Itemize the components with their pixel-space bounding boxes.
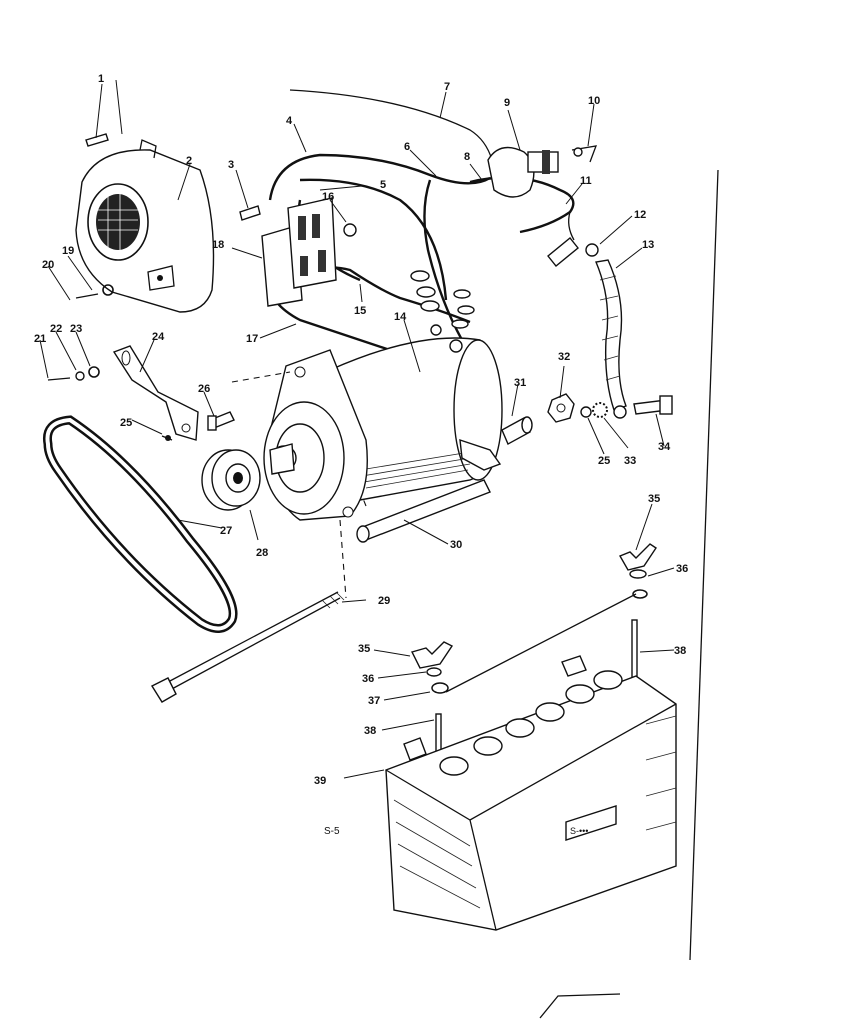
callout-1: 1 <box>98 73 104 85</box>
generator <box>263 324 503 521</box>
callout-32: 32 <box>558 351 570 363</box>
terminal-washers <box>410 270 475 329</box>
callout-39: 39 <box>314 775 326 787</box>
callout-33: 33 <box>624 455 636 467</box>
callout-23: 23 <box>70 323 82 335</box>
callout-38b: 38 <box>674 645 686 657</box>
nut-and-washers <box>547 393 608 423</box>
spacer-tube <box>501 416 533 445</box>
ignition-switch <box>487 145 598 198</box>
leader-lines <box>39 79 675 779</box>
callout-28: 28 <box>256 547 268 559</box>
callout-2: 2 <box>186 155 192 167</box>
callout-13: 13 <box>642 239 654 251</box>
pivot-rod <box>356 479 491 543</box>
callout-36a: 36 <box>362 673 374 685</box>
drive-pulley <box>201 449 261 511</box>
callout-8: 8 <box>464 151 470 163</box>
shroud-screws <box>85 133 261 221</box>
small-hardware <box>47 366 173 441</box>
adjusting-bracket <box>112 345 199 441</box>
callout-3: 3 <box>228 159 234 171</box>
callout-30: 30 <box>450 539 462 551</box>
sheet-code: S-5 <box>324 826 340 837</box>
callout-26: 26 <box>198 383 210 395</box>
callout-20: 20 <box>42 259 54 271</box>
corner-mark <box>539 993 621 1019</box>
callout-25a: 25 <box>120 417 132 429</box>
callout-34: 34 <box>658 441 671 453</box>
callout-7: 7 <box>444 81 450 93</box>
callout-numbers: 1 2 3 4 5 6 7 8 9 10 11 12 13 14 15 16 1… <box>34 73 688 787</box>
callout-10: 10 <box>588 95 600 107</box>
strap-bolt <box>633 395 673 415</box>
callout-14: 14 <box>394 311 407 323</box>
page-border-line <box>689 169 719 961</box>
long-bolt <box>150 591 345 703</box>
callout-22: 22 <box>50 323 62 335</box>
callout-4: 4 <box>286 115 293 127</box>
callout-35a: 35 <box>358 643 370 655</box>
shroud-hardware <box>75 284 114 299</box>
callout-9: 9 <box>504 97 510 109</box>
ground-strap <box>585 243 627 419</box>
battery: S-••• <box>385 655 677 931</box>
plug-boot <box>547 211 579 267</box>
hold-down-bar <box>445 593 637 693</box>
callout-24: 24 <box>152 331 165 343</box>
callout-38a: 38 <box>364 725 376 737</box>
v-belt <box>42 415 238 633</box>
callout-29: 29 <box>378 595 390 607</box>
callout-12: 12 <box>634 209 646 221</box>
callout-16: 16 <box>322 191 334 203</box>
regulator-nut <box>343 223 357 237</box>
callout-11: 11 <box>580 175 592 187</box>
callout-31: 31 <box>514 377 526 389</box>
fan-shroud <box>75 139 215 313</box>
callout-36b: 36 <box>676 563 688 575</box>
voltage-regulator <box>261 197 337 307</box>
callout-15: 15 <box>354 305 366 317</box>
battery-wing-nut-right <box>618 543 657 599</box>
callout-25b: 25 <box>598 455 610 467</box>
callout-6: 6 <box>404 141 410 153</box>
callout-37: 37 <box>368 695 380 707</box>
callout-17: 17 <box>246 333 258 345</box>
callout-5: 5 <box>380 179 386 191</box>
callout-19: 19 <box>62 245 74 257</box>
alignment-dashes <box>231 371 367 599</box>
callout-35b: 35 <box>648 493 660 505</box>
callout-27: 27 <box>220 525 232 537</box>
bracket-bolt <box>207 411 235 431</box>
callout-21: 21 <box>34 333 46 345</box>
callout-18: 18 <box>212 239 224 251</box>
battery-wing-nut-left <box>410 641 454 694</box>
battery-label: S-••• <box>570 826 588 836</box>
